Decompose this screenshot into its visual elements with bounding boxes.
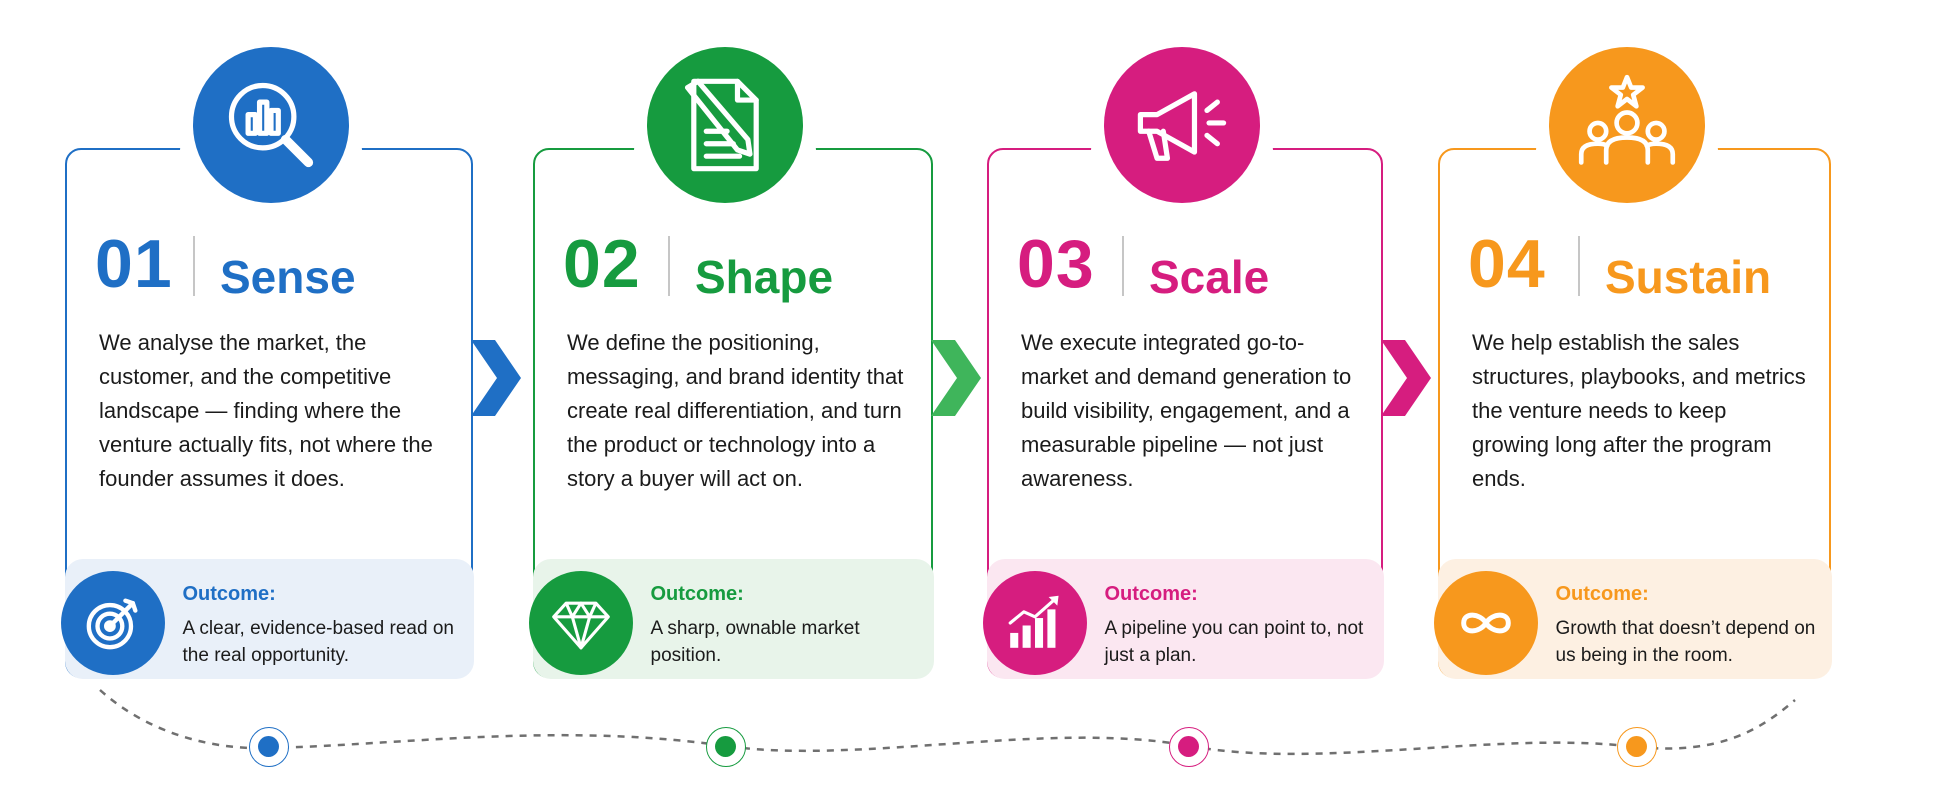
outcome-icon-circle — [1433, 570, 1538, 675]
step-number: 01 — [95, 226, 173, 302]
step-card-shape: 02 Shape We define the positioning, mess… — [528, 47, 934, 679]
timeline-dot-sense — [249, 727, 289, 767]
outcome-label: Outcome: — [650, 582, 744, 605]
outcome-panel: Outcome: A pipeline you can point to, no… — [982, 558, 1384, 679]
step-title: Sustain — [1605, 251, 1772, 303]
title-divider — [1578, 236, 1580, 296]
growth-chart-icon — [1008, 595, 1059, 648]
step-title: Scale — [1149, 251, 1270, 303]
step-card-sense: 01 Sense We analyse the market, the cust… — [60, 47, 474, 679]
step-icon-circle — [193, 47, 349, 203]
timeline-dot-shape — [706, 727, 746, 767]
magnifier-chart-icon — [228, 82, 314, 168]
megaphone-icon — [1137, 91, 1227, 161]
outcome-panel: Outcome: A sharp, ownable market positio… — [528, 558, 934, 679]
outcome-text: Growth that doesn’t depend on us being i… — [1555, 617, 1816, 666]
step-description: We define the positioning, messaging, an… — [567, 330, 904, 491]
chevron-right-icon — [471, 340, 521, 416]
outcome-label: Outcome: — [1104, 582, 1198, 605]
chevron-right-icon — [1381, 340, 1431, 416]
outcome-text: A sharp, ownable market position. — [650, 617, 860, 666]
step-description: We help establish the sales structures, … — [1472, 330, 1806, 491]
step-icon-circle — [1104, 47, 1260, 203]
step-number: 03 — [1017, 226, 1095, 302]
title-divider — [1122, 236, 1124, 296]
title-divider — [668, 236, 670, 296]
step-number: 02 — [563, 226, 641, 302]
outcome-text: A pipeline you can point to, not just a … — [1104, 617, 1364, 666]
team-star-icon — [1578, 74, 1676, 165]
title-divider — [193, 236, 195, 296]
target-icon — [86, 598, 137, 649]
step-icon-circle — [647, 47, 803, 203]
document-pencil-icon — [684, 78, 759, 172]
infinity-icon — [1460, 612, 1511, 633]
outcome-text: A clear, evidence-based read on the real… — [182, 617, 454, 666]
outcome-label: Outcome: — [182, 582, 276, 605]
outcome-icon-circle — [528, 570, 633, 675]
step-icon-circle — [1549, 47, 1705, 203]
timeline-dot-sustain — [1617, 727, 1657, 767]
step-card-scale: 03 Scale We execute integrated go-to-mar… — [982, 47, 1384, 679]
outcome-label: Outcome: — [1555, 582, 1649, 605]
outcome-panel: Outcome: A clear, evidence-based read on… — [60, 558, 474, 679]
outcome-panel: Outcome: Growth that doesn’t depend on u… — [1433, 558, 1832, 679]
step-description: We analyse the market, the customer, and… — [99, 330, 433, 491]
step-number: 04 — [1468, 226, 1546, 302]
diamond-icon — [551, 601, 610, 649]
outcome-icon-circle — [982, 570, 1087, 675]
step-title: Sense — [220, 251, 356, 303]
step-card-sustain: 04 Sustain We help establish the sales s… — [1433, 47, 1832, 679]
step-description: We execute integrated go-to-market and d… — [1021, 330, 1352, 491]
step-title: Shape — [695, 251, 834, 303]
outcome-icon-circle — [60, 570, 165, 675]
chevron-right-icon — [931, 340, 981, 416]
timeline-dot-scale — [1169, 727, 1209, 767]
